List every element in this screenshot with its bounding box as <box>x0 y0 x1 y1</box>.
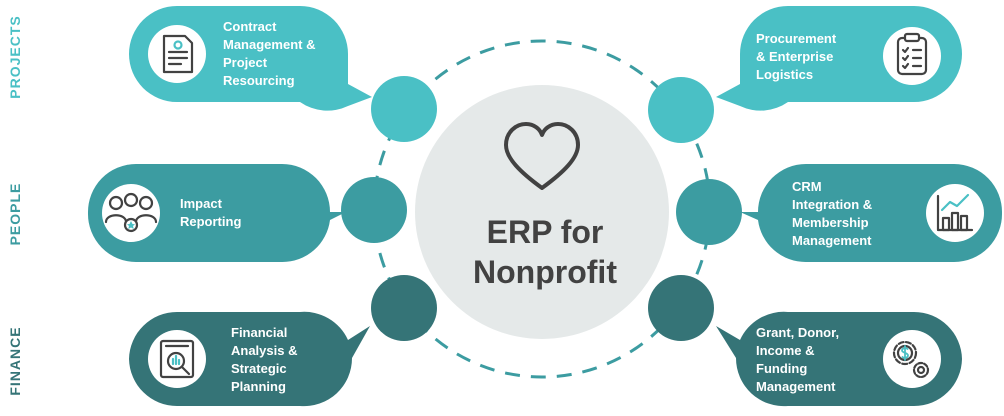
crm-node[interactable] <box>676 179 742 245</box>
procurement-node[interactable] <box>648 77 714 143</box>
financial-node[interactable] <box>371 275 437 341</box>
money-gears-icon <box>883 330 941 388</box>
center-title: ERP for Nonprofit <box>420 212 670 292</box>
grant-node[interactable] <box>648 275 714 341</box>
impact-node[interactable] <box>341 177 407 243</box>
center-title-line1: ERP for <box>486 214 604 250</box>
people-star-icon <box>102 184 160 242</box>
growth-chart-icon <box>926 184 984 242</box>
analysis-report-icon <box>148 330 206 388</box>
center-circle <box>415 85 669 339</box>
clipboard-checklist-icon <box>883 27 941 85</box>
heart-icon <box>504 122 580 190</box>
crm-card[interactable] <box>740 164 1003 263</box>
document-gear-icon <box>148 25 206 83</box>
center-title-line2: Nonprofit <box>473 254 617 290</box>
contract-node[interactable] <box>371 76 437 142</box>
impact-card[interactable] <box>87 164 347 263</box>
